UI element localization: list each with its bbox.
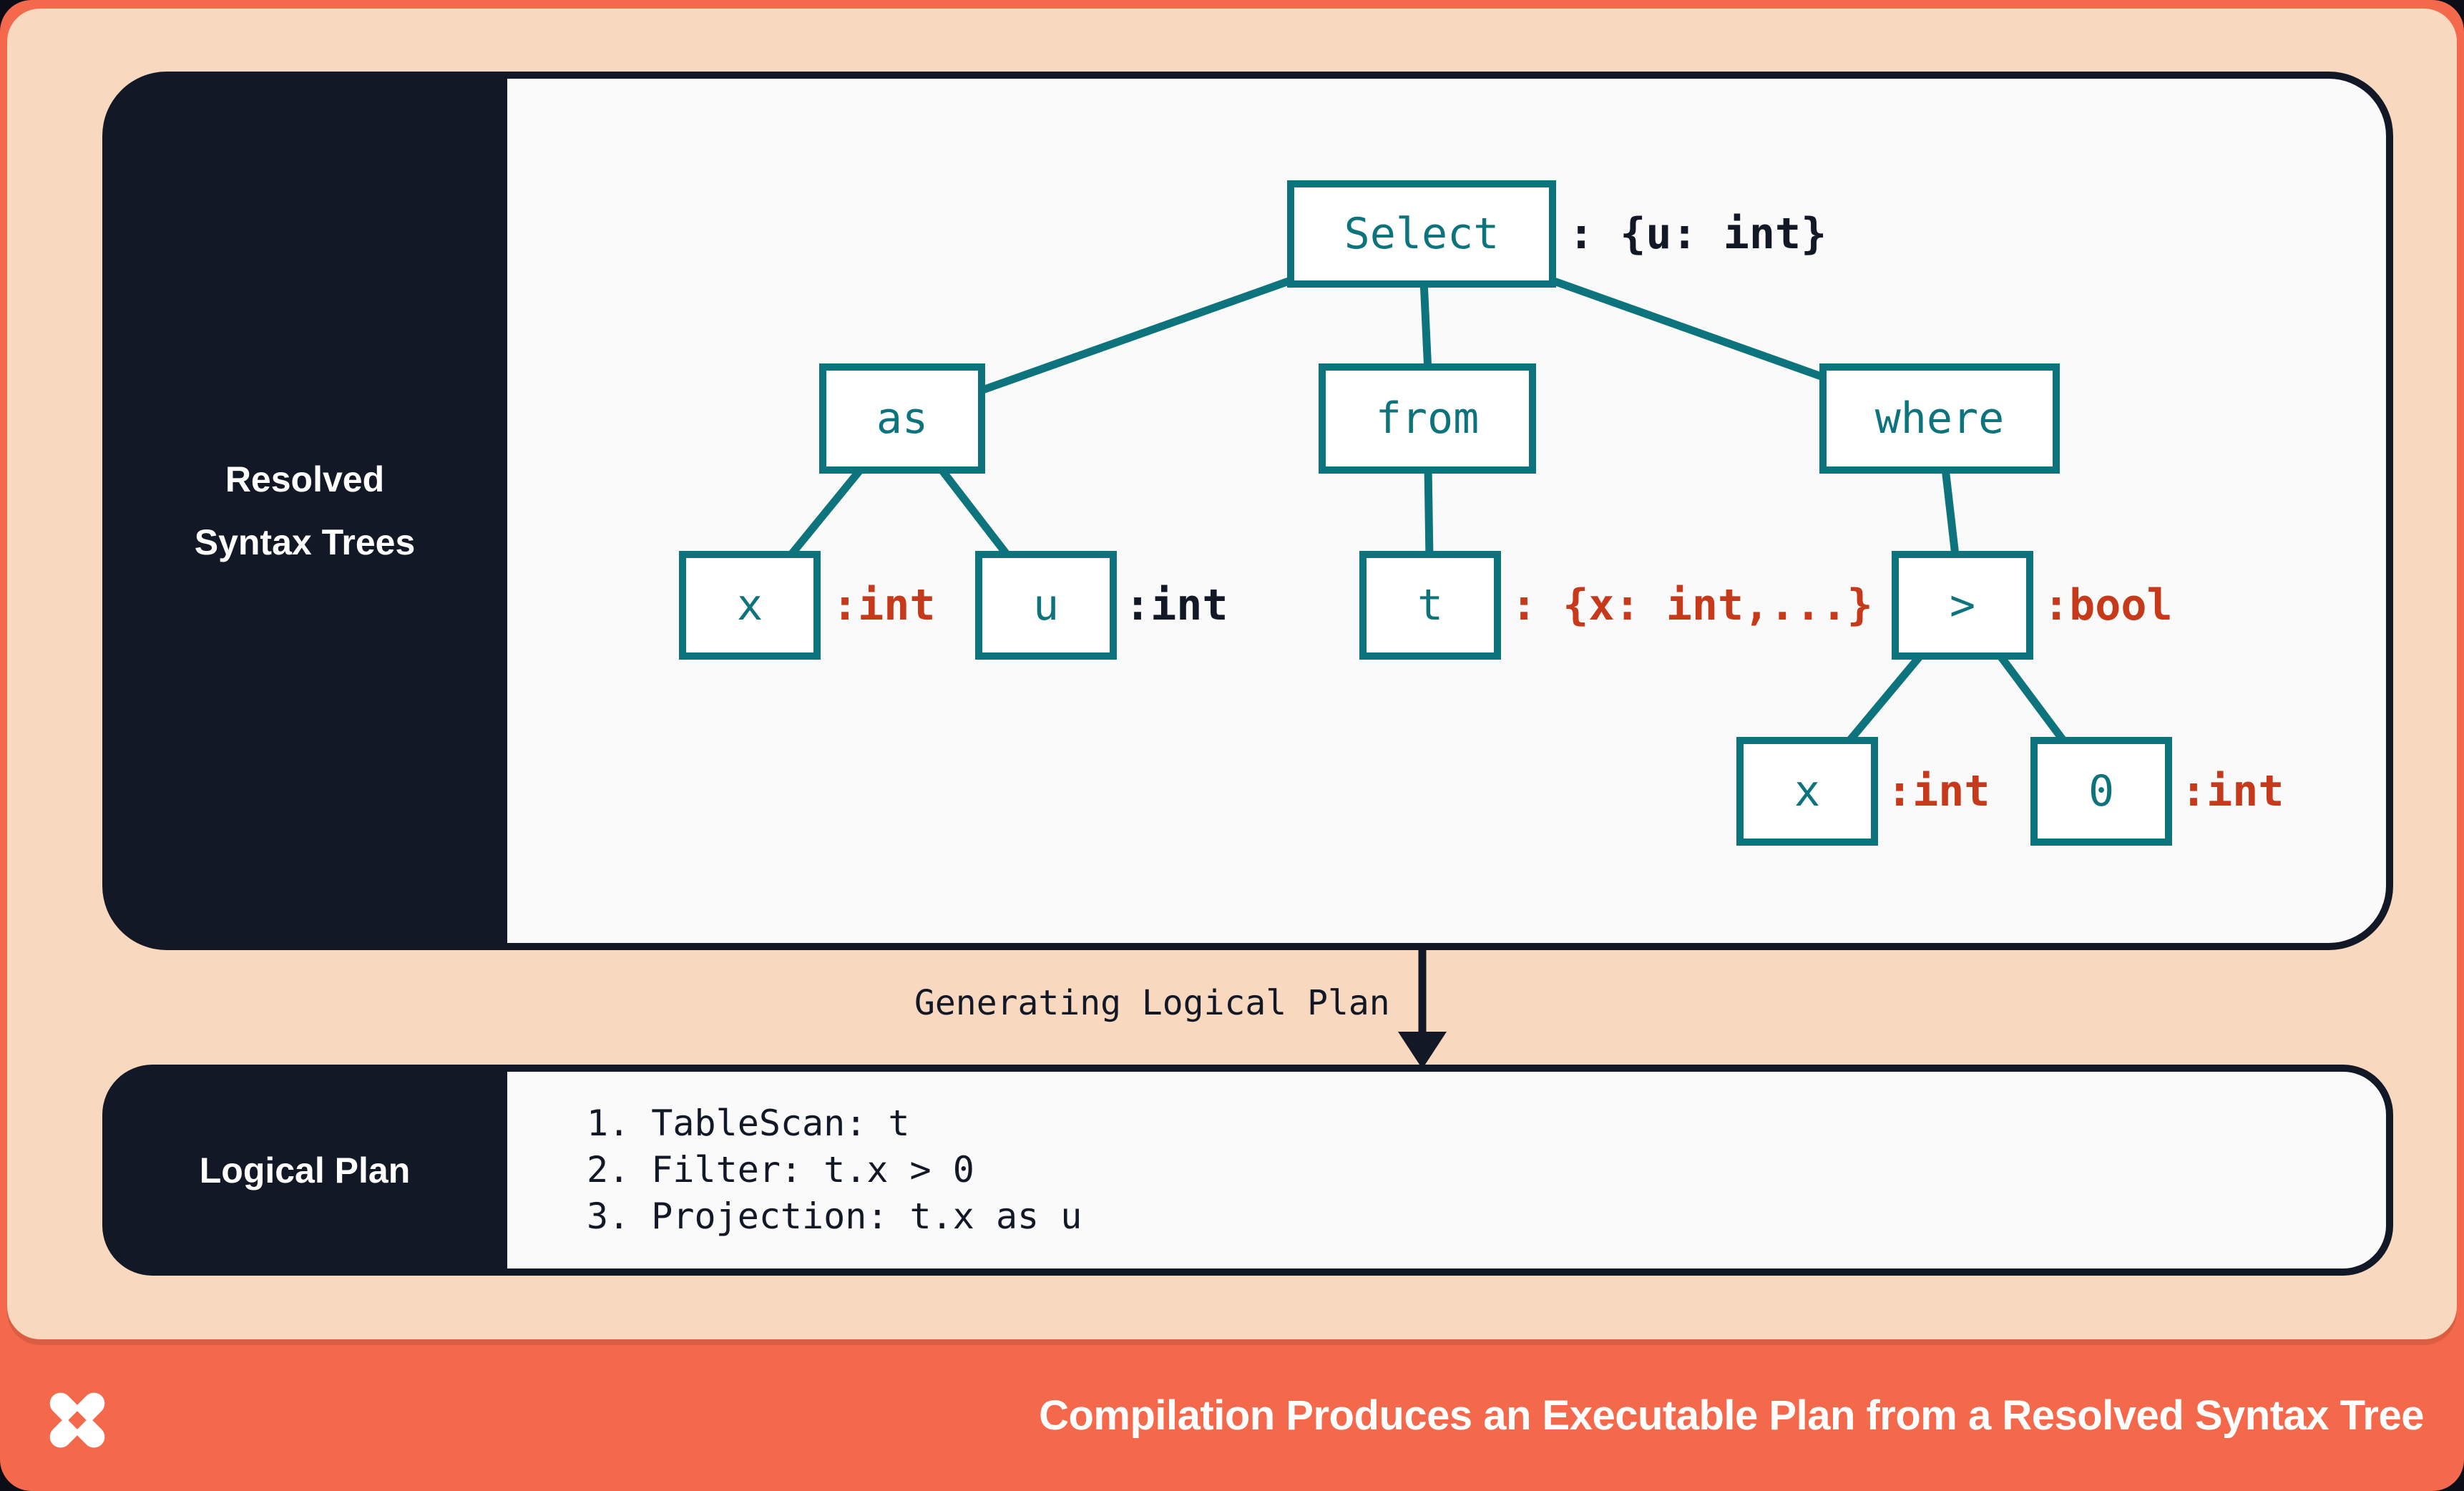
type-annotation-u: :int xyxy=(1125,580,1228,630)
type-annotation-zero: :int xyxy=(2181,766,2284,816)
footer-title: Compilation Produces an Executable Plan … xyxy=(1039,1392,2424,1439)
plan-step-1: 1. TableScan: t xyxy=(587,1103,910,1144)
resolved-syntax-trees-label: Resolved Syntax Trees xyxy=(194,459,416,562)
type-annotation-greater-than: :bool xyxy=(2043,580,2173,630)
generating-logical-plan-label: Generating Logical Plan xyxy=(914,983,1390,1023)
footer-bar: Compilation Produces an Executable Plan … xyxy=(0,1339,2464,1491)
pinwheel-star-logo-icon xyxy=(49,1392,105,1448)
type-annotation-x-operand: :int xyxy=(1887,766,1990,816)
plan-step-2: 2. Filter: t.x > 0 xyxy=(587,1149,974,1191)
tree-node-select: Select xyxy=(1287,180,1556,288)
tree-node-as: as xyxy=(819,363,985,474)
resolved-syntax-trees-sidebar: Resolved Syntax Trees xyxy=(102,72,507,950)
tree-node-where: where xyxy=(1819,363,2060,474)
tree-node-greater-than: > xyxy=(1892,551,2033,660)
plan-step-3: 3. Projection: t.x as u xyxy=(587,1196,1082,1237)
logical-plan-label: Logical Plan xyxy=(199,1150,411,1191)
tree-node-from: from xyxy=(1319,363,1536,474)
logical-plan-panel: Logical Plan 1. TableScan: t 2. Filter: … xyxy=(102,1065,2393,1276)
logical-plan-steps: 1. TableScan: t 2. Filter: t.x > 0 3. Pr… xyxy=(507,1072,2386,1268)
type-annotation-t: : {x: int,...} xyxy=(1511,580,1873,630)
tree-node-x-operand: x xyxy=(1736,737,1878,846)
logical-plan-sidebar: Logical Plan xyxy=(102,1065,507,1276)
tree-node-zero: 0 xyxy=(2030,737,2172,846)
type-annotation-x-alias: :int xyxy=(832,580,936,630)
tree-node-t: t xyxy=(1359,551,1501,660)
tree-node-u: u xyxy=(975,551,1117,660)
type-annotation-select: : {u: int} xyxy=(1568,209,1827,259)
tree-node-x-alias: x xyxy=(679,551,821,660)
